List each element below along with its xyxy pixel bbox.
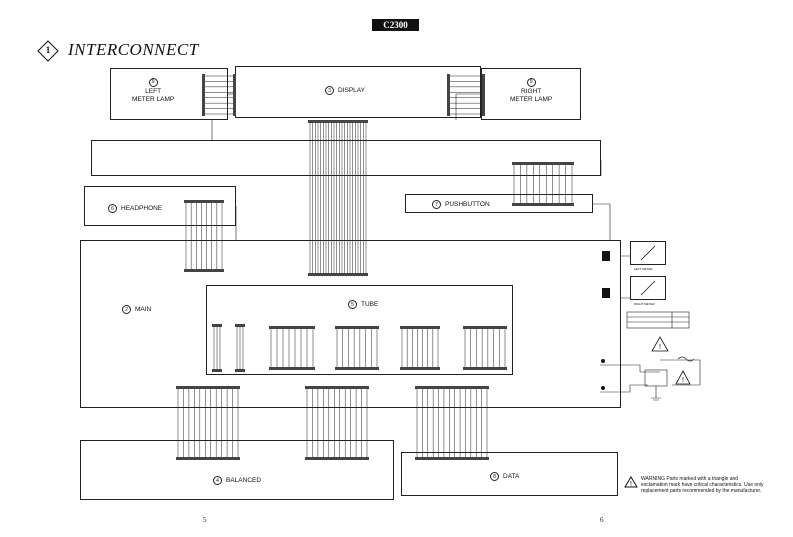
headphone-cable [184, 200, 224, 272]
left-meter [630, 241, 666, 265]
board-number: 9 [526, 78, 536, 87]
power-terminal [601, 359, 605, 363]
headphone-label: 6 HEADPHONE [108, 204, 162, 213]
tube-cable-4 [335, 326, 379, 370]
left-meter-lamp-line2: METER LAMP [132, 96, 175, 103]
data-cable [415, 386, 489, 460]
pushbutton-board [405, 194, 593, 213]
warning-text: WARNING Parts marked with a triangle and… [641, 476, 764, 494]
right-meter [630, 276, 666, 300]
warning-triangle-icon: ! [624, 476, 638, 488]
balanced-board [80, 440, 394, 500]
board-number: 6 [108, 204, 117, 213]
tube-cable-5 [400, 326, 440, 370]
headphone-label-text: HEADPHONE [121, 205, 163, 212]
tube-label: 5 TUBE [348, 300, 378, 309]
display-label-text: DISPLAY [338, 87, 365, 94]
warning-note: ! WARNING Parts marked with a triangle a… [624, 476, 764, 494]
right-meter-lamp-line1: RIGHT [521, 88, 542, 95]
board-number: 9 [148, 78, 158, 87]
main-label: 2 MAIN [122, 305, 151, 314]
left-meter-lamp-board [110, 68, 228, 120]
board-number: 2 [122, 305, 131, 314]
right-meter-label: RIGHT METER [634, 302, 655, 306]
display-lower-board [91, 140, 601, 176]
left-meter-lamp-label: 9 LEFT METER LAMP [132, 78, 174, 103]
tube-cable-1 [212, 324, 222, 372]
right-meter-lamp-label: 9 RIGHT METER LAMP [510, 78, 552, 103]
balanced-cable-2 [305, 386, 369, 460]
tube-cable-6 [463, 326, 507, 370]
right-lamp-cable [447, 74, 485, 116]
board-number: 8 [490, 472, 499, 481]
balanced-label: 4 BALANCED [213, 476, 261, 485]
left-lamp-cable [202, 74, 236, 116]
balanced-cable-1 [176, 386, 240, 460]
tube-cable-2 [235, 324, 245, 372]
balanced-label-text: BALANCED [226, 477, 262, 484]
display-main-cable [308, 120, 368, 276]
board-number: 7 [432, 200, 441, 209]
data-label-text: DATA [503, 473, 520, 480]
headphone-board [84, 186, 236, 226]
svg-text:!: ! [630, 481, 632, 488]
page-number-left: 5 [203, 516, 207, 524]
meter-connector [602, 288, 610, 298]
page-number-right: 6 [600, 516, 604, 524]
section-number-icon: 1 [37, 40, 59, 62]
section-number: 1 [45, 45, 51, 55]
pushbutton-label-text: PUSHBUTTON [445, 201, 490, 208]
left-meter-lamp-line1: LEFT [145, 88, 162, 95]
power-terminal [601, 386, 605, 390]
meter-connector [602, 251, 610, 261]
right-meter-lamp-line2: METER LAMP [510, 96, 553, 103]
data-board [401, 452, 618, 496]
main-label-text: MAIN [135, 306, 152, 313]
data-label: 8 DATA [490, 472, 519, 481]
board-number: 4 [213, 476, 222, 485]
pushbutton-cable [512, 162, 574, 206]
tube-label-text: TUBE [361, 301, 379, 308]
svg-text:!: ! [659, 344, 661, 351]
tube-board [206, 285, 513, 375]
section-title: INTERCONNECT [68, 40, 199, 59]
tube-cable-3 [269, 326, 315, 370]
right-meter-lamp-board [481, 68, 581, 120]
board-number: 3 [325, 86, 334, 95]
svg-text:!: ! [682, 377, 684, 384]
board-number: 5 [348, 300, 357, 309]
display-label: 3 DISPLAY [325, 86, 365, 95]
left-meter-label: LEFT METER [634, 267, 653, 271]
model-badge: C2300 [372, 19, 419, 31]
pushbutton-label: 7 PUSHBUTTON [432, 200, 490, 209]
